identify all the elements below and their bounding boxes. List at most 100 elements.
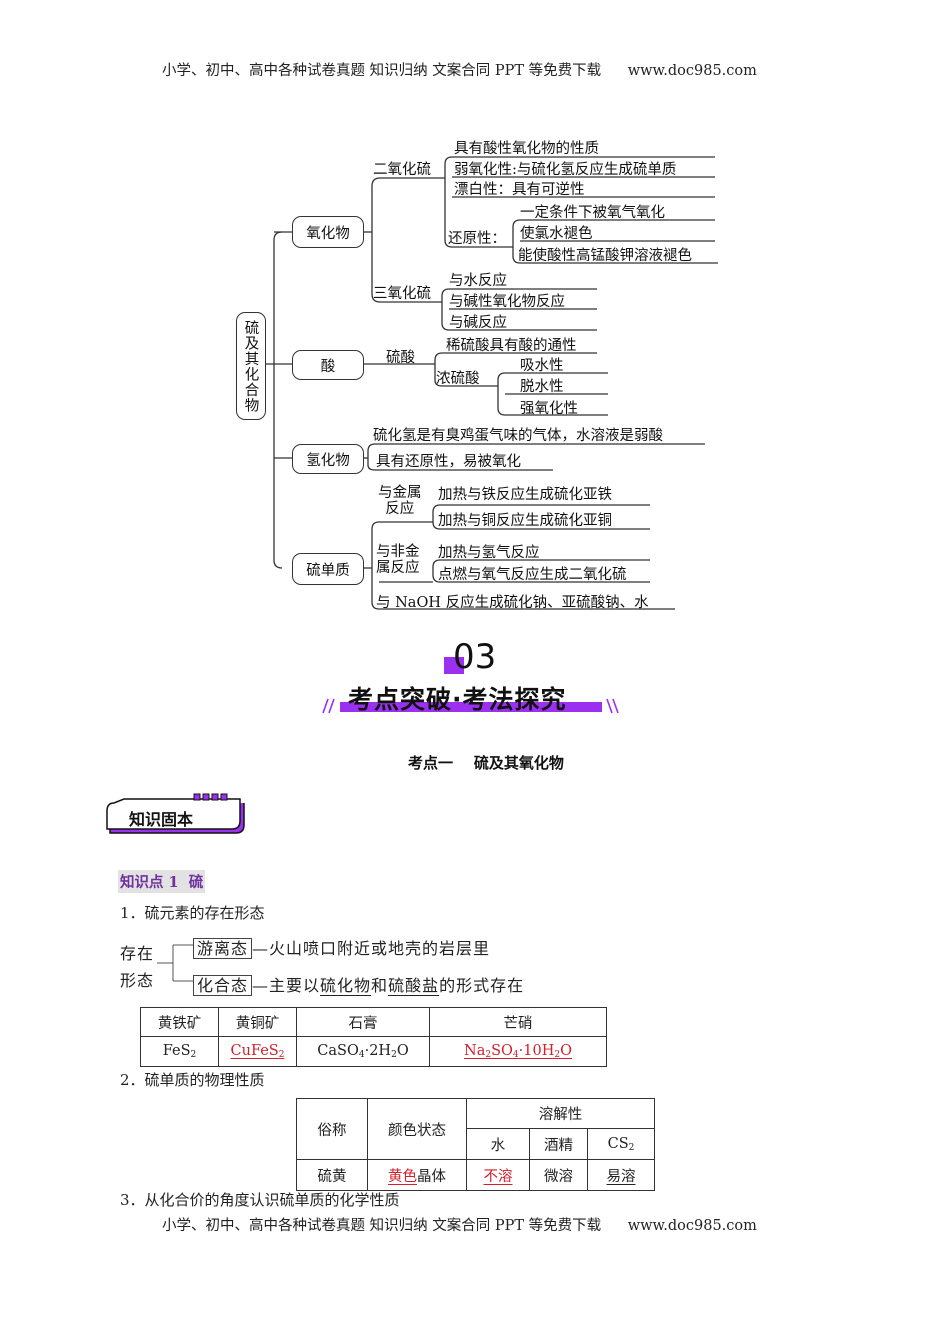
physical-properties-table: 俗称 颜色状态 溶解性 水 酒精 CS2 硫黄 黄色晶体 不溶 微溶 易溶 xyxy=(296,1098,655,1191)
cs2-soluble: 易溶 xyxy=(606,1168,636,1185)
header-common-name: 俗称 xyxy=(296,1098,368,1160)
footer-url: www.doc985.com xyxy=(627,1218,757,1234)
sulfide-underlined: 硫化物 xyxy=(320,976,372,995)
node-hydride-label: 氢化物 xyxy=(306,452,350,469)
page-footer: 小学、初中、高中各种试卷真题 知识归纳 文案合同 PPT 等免费下载 www.d… xyxy=(162,1214,757,1235)
mineral-header: 芒硝 xyxy=(429,1007,607,1037)
free-state-row: 游离态—火山喷口附近或地壳的岩层里 xyxy=(193,935,490,959)
metal-label-line2: 反应 xyxy=(385,501,415,517)
minerals-table: 黄铁矿 黄铜矿 石膏 芒硝 FeS2 CuFeS2 CaSO4·2H2O Na2… xyxy=(140,1007,607,1067)
reducing-label: 还原性： xyxy=(448,231,506,247)
node-sulfur: 硫单质 xyxy=(292,553,364,585)
header-url: www.doc985.com xyxy=(627,63,757,79)
knowledge-tag-label: 知识固本 xyxy=(129,810,194,829)
state-crystal: 晶体 xyxy=(417,1168,446,1185)
mindmap-root-node: 硫及其化合物 xyxy=(236,312,266,420)
common-name-value: 硫黄 xyxy=(296,1159,368,1191)
item-1-heading: 1．硫元素的存在形态 xyxy=(120,904,265,922)
right-slash-decoration xyxy=(606,698,619,714)
footer-text: 小学、初中、高中各种试卷真题 知识归纳 文案合同 PPT 等免费下载 xyxy=(162,1218,602,1234)
minerals-header-row: 黄铁矿 黄铜矿 石膏 芒硝 xyxy=(140,1007,607,1037)
so2-label: 二氧化硫 xyxy=(373,162,431,178)
physical-header-row-1: 俗称 颜色状态 溶解性 xyxy=(296,1098,655,1160)
conc-item-1: 吸水性 xyxy=(520,358,564,374)
conc-item-2: 脱水性 xyxy=(520,379,564,395)
formula-gypsum: CaSO4·2H2O xyxy=(296,1036,430,1067)
so2-item-1: 具有酸性氧化物的性质 xyxy=(454,141,599,157)
header-water: 水 xyxy=(466,1128,530,1160)
existence-label-line2: 形态 xyxy=(120,971,155,990)
mineral-header: 石膏 xyxy=(296,1007,430,1037)
formula-fes2: FeS2 xyxy=(140,1036,219,1067)
knowledge-tag-frame xyxy=(106,793,245,834)
so3-item-2: 与碱性氧化物反应 xyxy=(449,294,565,310)
item-2-heading: 2．硫单质的物理性质 xyxy=(120,1071,265,1089)
metal-reaction-label: 与金属 反应 xyxy=(378,485,422,517)
node-acid-label: 酸 xyxy=(320,358,336,375)
header-cs2: CS2 xyxy=(587,1128,655,1160)
so3-label: 三氧化硫 xyxy=(373,286,431,302)
so3-item-3: 与碱反应 xyxy=(449,315,507,331)
nonmetal-reaction-label: 与非金 属反应 xyxy=(376,544,420,576)
nonmetal-item-2: 点燃与氧气反应生成二氧化硫 xyxy=(438,567,627,583)
section-title-underline xyxy=(340,702,602,712)
header-text: 小学、初中、高中各种试卷真题 知识归纳 文案合同 PPT 等免费下载 xyxy=(162,63,602,79)
mineral-header: 黄铁矿 xyxy=(140,1007,219,1037)
reducing-item-3: 能使酸性高锰酸钾溶液褪色 xyxy=(518,248,692,264)
existence-bracket xyxy=(157,944,193,982)
conc-item-3: 强氧化性 xyxy=(520,401,578,417)
node-acid: 酸 xyxy=(292,350,364,380)
existence-label-line1: 存在 xyxy=(120,944,155,963)
free-state-box: 游离态 xyxy=(193,938,253,959)
node-sulfur-label: 硫单质 xyxy=(306,562,350,579)
formula-mirabilite: Na2SO4·10H2O xyxy=(429,1036,607,1067)
combined-desc-suffix: 的形式存在 xyxy=(439,976,525,995)
metal-item-2: 加热与铜反应生成硫化亚铜 xyxy=(438,513,612,529)
node-oxide: 氧化物 xyxy=(292,216,364,248)
hydride-item-2: 具有还原性，易被氧化 xyxy=(376,454,521,470)
reducing-item-1: 一定条件下被氧气氧化 xyxy=(520,205,665,221)
combined-state-box: 化合态 xyxy=(193,975,253,996)
page-header: 小学、初中、高中各种试卷真题 知识归纳 文案合同 PPT 等免费下载 www.d… xyxy=(162,59,757,80)
physical-header-row-2: 水 酒精 CS2 xyxy=(297,1128,655,1160)
so2-item-3: 漂白性：具有可逆性 xyxy=(454,182,585,198)
mindmap-connectors xyxy=(266,156,718,610)
root-label: 硫及其化合物 xyxy=(242,319,259,413)
node-oxide-label: 氧化物 xyxy=(306,225,350,242)
node-hydride: 氢化物 xyxy=(292,444,364,474)
so2-item-2: 弱氧化性:与硫化氢反应生成硫单质 xyxy=(454,162,677,178)
combined-desc-mid: 和 xyxy=(371,976,389,995)
dilute-acid-text: 稀硫酸具有酸的通性 xyxy=(446,338,577,354)
free-state-desc: —火山喷口附近或地壳的岩层里 xyxy=(252,939,491,958)
sulfate-underlined: 硫酸盐 xyxy=(388,976,440,995)
combined-state-row: 化合态—主要以硫化物和硫酸盐的形式存在 xyxy=(193,972,524,996)
reducing-item-2: 使氯水褪色 xyxy=(520,226,593,242)
header-solubility: 溶解性 xyxy=(466,1098,655,1129)
metal-label-line1: 与金属 xyxy=(378,485,422,501)
nonmetal-label-line1: 与非金 xyxy=(376,544,420,560)
exam-point-heading: 考点一 硫及其氧化物 xyxy=(408,754,564,772)
section-number: 03 xyxy=(453,637,497,677)
formula-cufes2: CuFeS2 xyxy=(218,1036,297,1067)
cs2-solubility-value: 易溶 xyxy=(587,1159,655,1191)
conc-acid-label: 浓硫酸 xyxy=(436,371,480,387)
water-insoluble: 不溶 xyxy=(483,1168,513,1185)
hydride-item-1: 硫化氢是有臭鸡蛋气味的气体，水溶液是弱酸 xyxy=(373,428,663,444)
nonmetal-label-line2: 属反应 xyxy=(376,560,420,576)
section-number-accent xyxy=(444,657,464,674)
header-alcohol: 酒精 xyxy=(529,1128,588,1160)
mineral-header: 黄铜矿 xyxy=(218,1007,297,1037)
section-title: 考点突破·考法探究 xyxy=(348,685,567,714)
h2so4-label: 硫酸 xyxy=(386,350,415,366)
naoh-reaction-text: 与 NaOH 反应生成硫化钠、亚硫酸钠、水 xyxy=(376,595,649,611)
combined-desc-prefix: —主要以 xyxy=(252,976,321,995)
knowledge-point-label: 知识点 1 硫 xyxy=(118,870,206,893)
header-color-state: 颜色状态 xyxy=(367,1098,467,1160)
minerals-formula-row: FeS2 CuFeS2 CaSO4·2H2O Na2SO4·10H2O xyxy=(140,1036,607,1067)
item-3-heading: 3．从化合价的角度认识硫单质的化学性质 xyxy=(120,1191,400,1209)
so3-item-1: 与水反应 xyxy=(449,273,507,289)
nonmetal-item-1: 加热与氢气反应 xyxy=(438,545,540,561)
existence-label: 存在 形态 xyxy=(120,940,154,994)
physical-data-row: 硫黄 黄色晶体 不溶 微溶 易溶 xyxy=(296,1159,655,1191)
metal-item-1: 加热与铁反应生成硫化亚铁 xyxy=(438,487,612,503)
